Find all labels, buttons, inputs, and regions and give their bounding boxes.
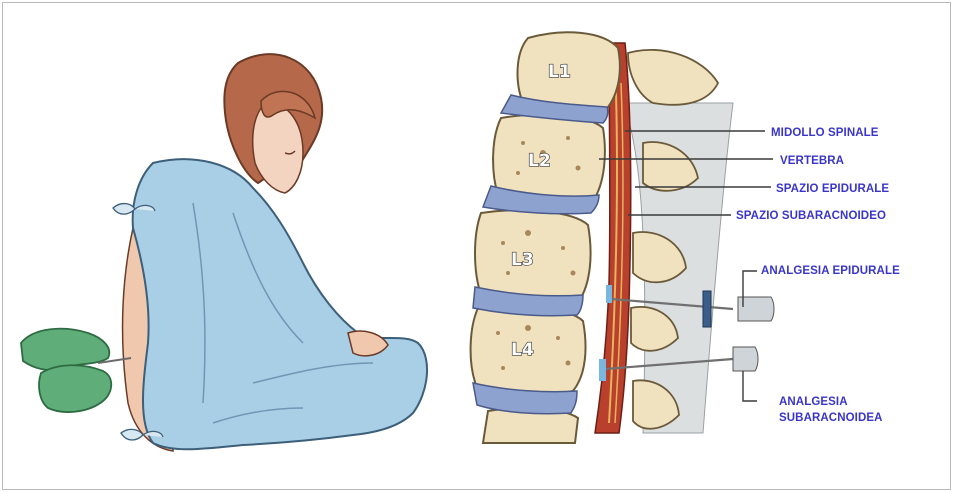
label-epidural-space: SPAZIO EPIDURALE [776, 183, 889, 196]
label-subarachnoid-analgesia-line2: SUBARACNOIDEA [779, 412, 883, 425]
label-vertebra: VERTEBRA [780, 155, 844, 168]
vertebra-l1-label: L1 [548, 62, 571, 82]
vertebra-l3-label: L3 [511, 250, 534, 270]
vertebra-l2-label: L2 [528, 151, 551, 171]
vertebra-l4-label: L4 [511, 340, 534, 360]
label-epidural-analgesia: ANALGESIA EPIDURALE [761, 265, 900, 278]
label-subarachnoid-analgesia-line1: ANALGESIA [779, 396, 848, 409]
label-spinal-cord: MIDOLLO SPINALE [771, 127, 879, 140]
vertebral-bodies [471, 32, 620, 443]
label-subarachnoid-space: SPAZIO SUBARACNOIDEO [736, 210, 886, 223]
